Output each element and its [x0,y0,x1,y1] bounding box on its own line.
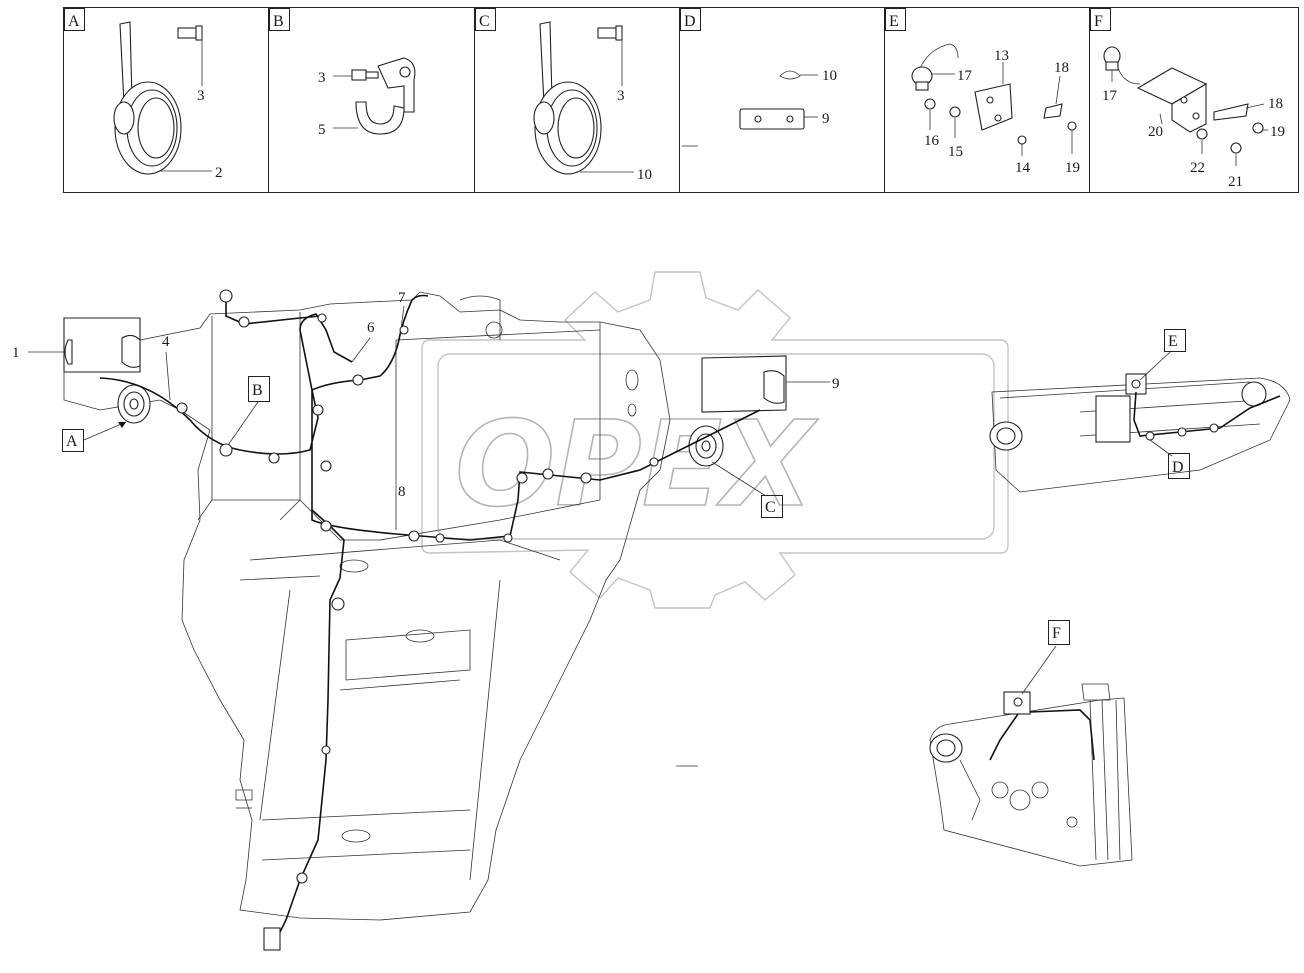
callout-main-8: 8 [398,484,406,500]
panel-b-label: B [273,13,284,30]
callout-main-4: 4 [162,334,170,350]
horn-c [688,425,724,467]
callout-a-2: 2 [215,165,223,181]
main-marker-c: C [765,499,776,516]
panel-f-bracket: 17 18 20 19 22 21 [1102,46,1285,190]
detail-panel-strip: A B C D E F [63,7,1299,193]
inset-marker-d: D [1172,459,1184,476]
panel-tag-e: E [885,8,906,31]
panel-d-plate: 10 9 [682,68,837,147]
panel-tag-b: B [269,8,290,31]
main-marker-a: A [66,433,78,450]
wiring-harness-main [99,294,761,941]
panel-c-label: C [479,13,490,30]
callout-b-5: 5 [318,122,326,138]
callout-e-17: 17 [957,68,973,84]
inset-marker-f: F [1052,625,1061,642]
callout-main-9: 9 [832,376,840,392]
callout-f-19: 19 [1270,124,1285,140]
callout-f-21: 21 [1228,174,1243,190]
inset-marker-e: E [1168,333,1178,350]
panel-tag-a: A [64,8,85,31]
inset-view-e-d: E D [989,329,1291,493]
panel-e-label: E [889,13,899,30]
horn-a [117,384,151,424]
panel-tag-f: F [1090,8,1111,31]
callout-f-20: 20 [1148,124,1163,140]
callout-main-7: 7 [398,290,406,306]
panel-d-label: D [684,13,696,30]
panel-a-horn: 3 2 [113,21,223,181]
callout-e-18: 18 [1054,60,1069,76]
inset-view-f: F [676,620,1133,867]
callout-e-15: 15 [948,144,963,160]
panel-c-horn: 3 10 [533,21,652,183]
panel-e-bracket: 17 13 18 16 15 14 19 [911,43,1080,176]
panel-f-label: F [1094,13,1103,30]
panel-a-label: A [68,13,80,30]
callout-c-10: 10 [637,167,652,183]
callout-d-10: 10 [822,68,837,84]
callout-f-17: 17 [1102,88,1118,104]
callout-d-9: 9 [822,111,830,127]
watermark-text: OPEX [455,395,818,533]
callout-e-19: 19 [1065,160,1080,176]
callout-f-18: 18 [1268,96,1283,112]
callout-main-6: 6 [367,320,375,336]
callout-e-16: 16 [924,133,940,149]
callout-main-1: 1 [12,345,20,361]
callout-b-3: 3 [318,70,326,86]
callout-e-14: 14 [1015,160,1031,176]
callout-f-22: 22 [1190,160,1205,176]
main-frame-view: 1 4 A 9 C B 6 7 [12,289,840,951]
panel-tag-c: C [475,8,496,31]
callout-a-3: 3 [197,88,205,104]
panel-tag-d: D [680,8,701,31]
main-marker-b: B [252,382,263,399]
callout-e-13: 13 [994,48,1009,64]
callout-c-3: 3 [617,88,625,104]
panel-b-clamp: 3 5 [318,57,416,138]
